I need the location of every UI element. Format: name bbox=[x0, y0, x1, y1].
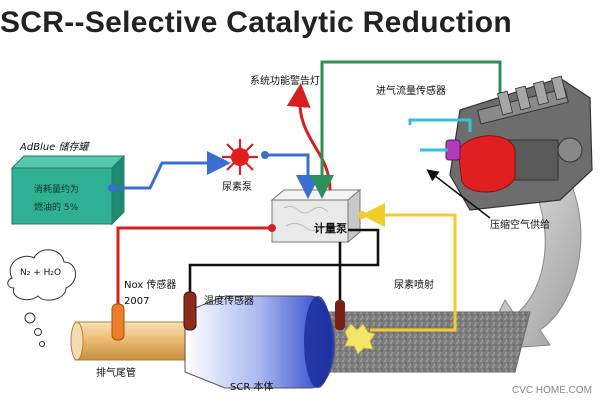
scr-body-end bbox=[304, 296, 332, 388]
metering-pump-label: 计量泵 bbox=[314, 222, 347, 235]
yellow-line-injection bbox=[370, 250, 457, 332]
consumption-line-1: 消耗量约为 bbox=[34, 185, 80, 195]
red-joint-meter bbox=[268, 224, 276, 232]
nox-sensor-probe bbox=[111, 303, 125, 341]
tailpipe-pipe bbox=[74, 321, 196, 361]
tailpipe-label: 排气尾管 bbox=[96, 368, 136, 379]
consumption-line-2: 燃油的 5% bbox=[34, 203, 79, 213]
yellow-line-air bbox=[361, 203, 457, 250]
watermark: CVC HOME.COM bbox=[512, 385, 592, 396]
emission-cloud bbox=[7, 249, 76, 347]
nox-year-label: 2007 bbox=[124, 296, 150, 307]
red-line-meter-to-nox bbox=[116, 226, 272, 305]
urea-injection-label: 尿素喷射 bbox=[394, 280, 434, 291]
scr-body-label: SCR 本体 bbox=[230, 382, 274, 393]
red-line-warning bbox=[286, 83, 332, 191]
metering-pump-texture bbox=[283, 205, 329, 232]
intake-sensor-label: 进气流量传感器 bbox=[376, 86, 446, 97]
adblue-tank-label: AdBlue 储存罐 bbox=[20, 142, 89, 153]
urea-spray-icon bbox=[344, 323, 376, 355]
warning-lamp-label: 系统功能警告灯 bbox=[250, 76, 320, 87]
blue-line-tank-to-pump bbox=[112, 151, 231, 190]
compressed-air-label: 压缩空气供给 bbox=[490, 220, 550, 231]
metering-pump-top bbox=[270, 189, 362, 201]
tailpipe-opening bbox=[70, 321, 84, 361]
temp-sensor-label: 温度传感器 bbox=[204, 296, 254, 307]
urea-injector bbox=[335, 300, 345, 330]
engine-icon bbox=[445, 75, 593, 211]
blue-line-pump-to-meter bbox=[265, 153, 320, 199]
scr-body-cylinder bbox=[184, 295, 335, 389]
urea-pump-icon bbox=[222, 139, 258, 175]
black-line-temp bbox=[188, 228, 380, 296]
yellow-joint-meter bbox=[358, 211, 366, 219]
green-line-intake bbox=[310, 60, 502, 199]
urea-pump-label: 尿素泵 bbox=[222, 182, 252, 193]
nox-sensor-label: Nox 传感器 bbox=[124, 280, 177, 291]
adblue-tank bbox=[11, 167, 113, 225]
emission-label: N₂ + H₂O bbox=[20, 268, 62, 278]
temp-sensor-probe bbox=[183, 291, 197, 331]
black-arrow-compressed-air bbox=[426, 169, 491, 219]
adblue-tank-top bbox=[10, 155, 126, 169]
cyan-line-air bbox=[408, 118, 472, 132]
page-title: SCR--Selective Catalytic Reduction bbox=[0, 6, 512, 39]
metering-pump bbox=[271, 199, 349, 243]
blue-joint-tank bbox=[108, 184, 116, 192]
